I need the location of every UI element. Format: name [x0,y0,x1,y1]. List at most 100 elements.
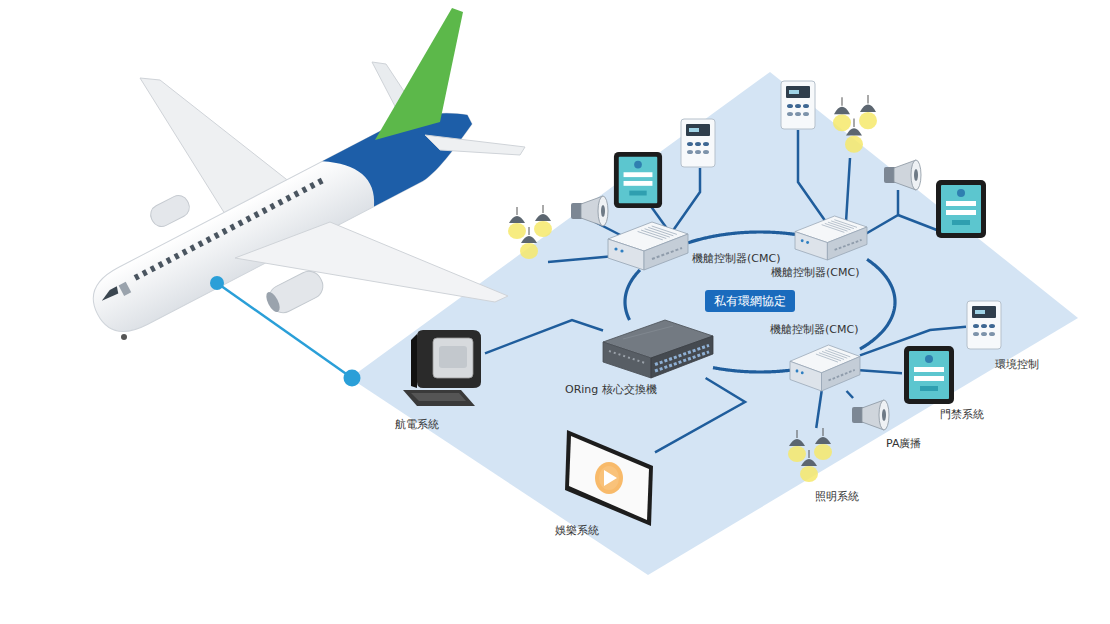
airplane [134,273,140,280]
unlabeled-devices [508,205,552,259]
device-icon [795,216,867,260]
aircraft-link [210,276,361,387]
unlabeled-devices [571,196,608,226]
network-link [816,391,821,428]
airplane [147,192,193,230]
airplane [121,334,127,340]
device-icon [603,320,713,378]
device-icon [902,344,956,406]
device-wires [548,130,942,262]
unlabeled-devices [781,81,815,129]
unlabeled-devices [936,180,986,238]
device-node: 機艙控制器(CMC) [608,222,688,270]
airplane [142,269,148,276]
airplane [83,92,485,343]
device-label: ORing 核心交換機 [565,383,657,397]
device-icon [788,428,832,482]
network-link [655,378,745,452]
airplane [309,182,315,189]
device-label: 機艙控制器(CMC) [770,323,858,337]
device-icon [790,345,860,391]
airplane [174,253,180,260]
device-icon [608,222,688,270]
device-label: 機艙控制器(CMC) [692,252,780,266]
unlabeled-devices [614,152,662,208]
protocol-tag: 私有環網協定 [705,290,795,312]
device-icon [852,400,889,430]
airplane [301,186,307,193]
device-node: 機艙控制器(CMC) [790,345,860,391]
airplane [213,232,219,239]
device-label: 航電系統 [395,418,439,432]
aircraft-link [217,283,352,378]
device-icon [565,430,653,526]
device-icon [403,330,481,406]
device-wires [862,190,898,236]
airplane [285,194,291,201]
airplane [182,249,188,256]
airplane [221,228,227,235]
airplane [83,92,485,343]
airplane [119,282,132,296]
device-node: 航電系統 [403,330,485,408]
protocol-label: 私有環網協定 [714,293,786,309]
device-node: PA廣播 [848,398,890,432]
device-wires [898,215,942,232]
device-icon [904,346,954,404]
airplane [237,219,243,226]
device-wires [798,130,826,222]
airplane [317,178,323,185]
ring-link [860,259,895,349]
device-wires [672,168,700,232]
unlabeled-devices [833,95,877,153]
unlabeled-devices [681,119,715,167]
airplane [229,224,235,231]
device-icon [790,345,860,391]
aircraft-link [344,370,361,387]
device-label: 機艙控制器(CMC) [771,266,859,280]
network-link [847,391,854,398]
device-node: 照明系統 [783,428,841,486]
airplane [190,244,196,251]
airplane [425,135,525,155]
device-node: 環境控制 [966,300,1002,350]
device-icon [967,301,1001,349]
ring-link [625,270,640,320]
device-icon [966,300,1002,350]
network-link [485,320,603,353]
airplane [245,215,251,222]
device-icon [603,320,713,378]
airplane [293,190,299,197]
airplane [205,236,211,243]
device-icon [608,222,688,270]
cabin-platform [350,72,1078,575]
airplane [261,207,267,214]
unlabeled-devices [508,81,986,259]
device-icon [795,216,867,260]
airplane [150,265,156,272]
device-label: 照明系統 [815,490,859,504]
aircraft-link [210,276,224,290]
airplane [269,203,275,210]
airplane [158,261,164,268]
ring-link [713,368,790,372]
airplane [198,240,204,247]
airplane [83,8,525,343]
device-wires [846,158,850,222]
device-node: ORing 核心交換機 [603,320,713,378]
device-icon [563,428,655,528]
device-label: 門禁系統 [940,408,984,422]
device-node: 娛樂系統 [563,428,655,528]
airplane [264,290,283,314]
airplane [277,199,283,206]
airplane [99,286,120,301]
device-icon [783,428,841,486]
airplane [166,257,172,264]
device-icon [848,398,890,432]
device-label: PA廣播 [886,437,921,451]
unlabeled-devices [884,160,921,190]
airplane [253,211,259,218]
device-label: 娛樂系統 [555,524,599,538]
